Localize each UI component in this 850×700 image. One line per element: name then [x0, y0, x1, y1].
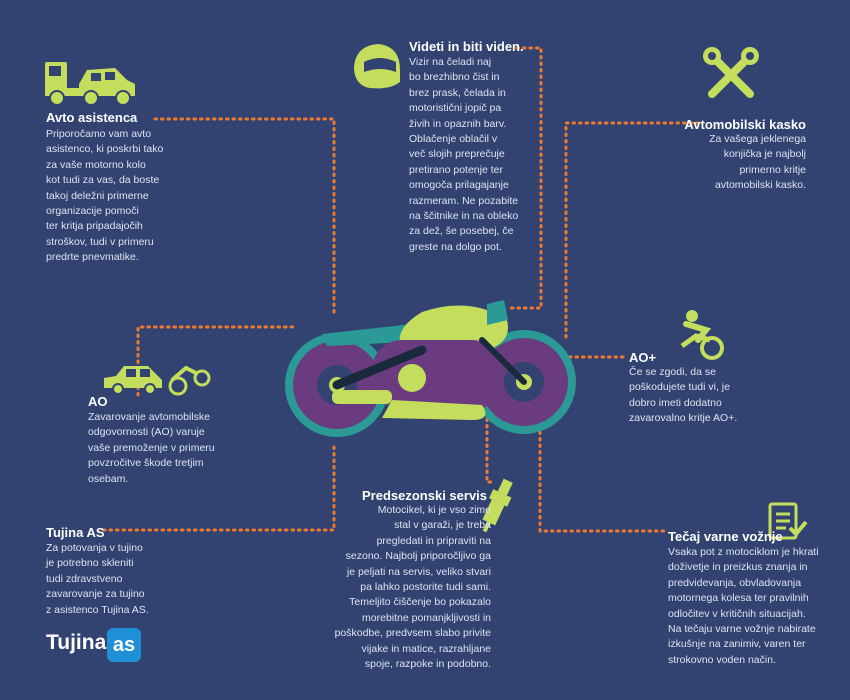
- tecaj-title: Tečaj varne vožnje: [668, 529, 783, 544]
- tow-truck-icon: [45, 62, 135, 106]
- tujina-title: Tujina AS: [46, 525, 105, 540]
- videti-title: Videti in biti viden.: [409, 39, 524, 54]
- as-logo-badge: as: [107, 628, 141, 662]
- spark-plug-icon: [482, 478, 513, 533]
- tujina-text: Za potovanja v tujino je potrebno skleni…: [46, 542, 149, 616]
- helmet-icon: [354, 44, 400, 89]
- avto-asistenca-text: Priporočamo vam avto asistenco, ki poskr…: [46, 128, 164, 264]
- aoplus-title: AO+: [629, 350, 657, 365]
- kasko-text: Za vašega jeklenega konjička je najbolj …: [709, 133, 806, 192]
- ao-text: Zavarovanje avtomobilske odgovornosti (A…: [88, 411, 215, 485]
- tecaj-text: Vsaka pot z motociklom je hkrati doživet…: [668, 546, 819, 666]
- servis-title: Predsezonski servis: [362, 488, 488, 503]
- avto-asistenca-title: Avto asistenca: [46, 110, 138, 125]
- wrench-screwdriver-icon: [703, 47, 759, 98]
- servis-text: Motocikel, ki je vso zimo stal v garaži,…: [334, 504, 491, 671]
- motorcycle-illustration: [285, 300, 576, 437]
- checklist-icon: [768, 502, 808, 540]
- videti-text: Vizir na čeladi naj bo brezhibno čist in…: [409, 56, 519, 253]
- tujina-logo-word: Tujina: [46, 631, 107, 654]
- kasko-title: Avtomobilski kasko: [684, 117, 806, 132]
- ao-title: AO: [88, 394, 108, 409]
- aoplus-text: Če se zgodi, da se poškodujete tudi vi, …: [629, 366, 738, 425]
- fallen-rider-icon: [680, 310, 724, 360]
- car-crash-icon: [104, 365, 211, 396]
